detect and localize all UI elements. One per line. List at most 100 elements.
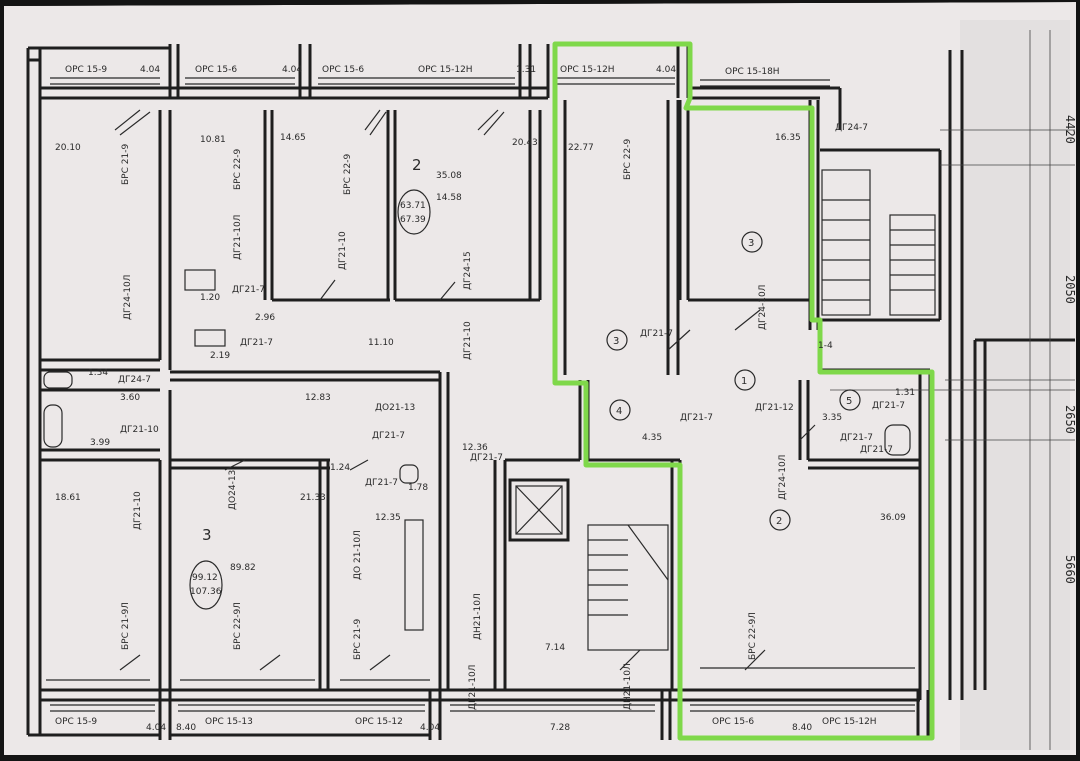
svg-text:4.04: 4.04 — [282, 65, 302, 75]
svg-text:22.77: 22.77 — [568, 143, 594, 153]
svg-text:1.24: 1.24 — [330, 463, 350, 473]
svg-text:8.40: 8.40 — [792, 723, 812, 733]
svg-text:ДГ24-7: ДГ24-7 — [835, 123, 868, 133]
room-marker: 2 — [769, 509, 791, 531]
svg-text:7.14: 7.14 — [545, 643, 565, 653]
svg-text:4.04: 4.04 — [146, 723, 166, 733]
svg-text:67.39: 67.39 — [400, 215, 426, 225]
svg-text:1.34: 1.34 — [88, 368, 108, 378]
scan-edge-top — [0, 0, 1080, 6]
svg-text:ДГ21-7: ДГ21-7 — [240, 338, 273, 348]
door-code-labels: БРС 21-9 БРС 22-9 ДГ21-10Л ДГ24-10Л ДГ21… — [121, 139, 788, 710]
svg-text:16.35: 16.35 — [775, 133, 801, 143]
svg-text:ОРС 15-12Н: ОРС 15-12Н — [560, 65, 615, 75]
svg-text:ДГ24-10Л: ДГ24-10Л — [123, 275, 133, 320]
svg-text:3: 3 — [202, 526, 212, 544]
svg-text:ДО24-13: ДО24-13 — [228, 470, 238, 510]
svg-text:2: 2 — [776, 516, 782, 527]
svg-text:3.99: 3.99 — [90, 438, 110, 448]
svg-text:ДГ21-12: ДГ21-12 — [755, 403, 794, 413]
svg-text:4.04: 4.04 — [140, 65, 160, 75]
outer-walls — [26, 44, 964, 740]
svg-text:ОРС 15-12Н: ОРС 15-12Н — [822, 717, 877, 727]
svg-text:ОРС 15-6: ОРС 15-6 — [712, 717, 754, 727]
svg-text:20.10: 20.10 — [55, 143, 81, 153]
svg-text:БРС 21-9Л: БРС 21-9Л — [121, 602, 131, 650]
svg-text:ДГ21-7: ДГ21-7 — [372, 431, 405, 441]
apartment-summary: 3 99.12 107.36 89.82 — [189, 526, 256, 610]
svg-text:12.36: 12.36 — [462, 443, 488, 453]
svg-text:1.31: 1.31 — [895, 388, 915, 398]
stairs-upper — [821, 169, 936, 316]
svg-text:1.78: 1.78 — [408, 483, 428, 493]
svg-text:ОРС 15-9: ОРС 15-9 — [55, 717, 97, 727]
scan-edge-bottom — [0, 755, 1080, 761]
svg-text:БРС 21-9: БРС 21-9 — [353, 619, 363, 660]
svg-text:ДН21-10Л: ДН21-10Л — [473, 593, 483, 640]
right-dimension-labels: 4420 2050 2650 5660 1-4 — [818, 115, 1077, 584]
svg-text:12.83: 12.83 — [305, 393, 331, 403]
svg-text:ДГ21-10: ДГ21-10 — [338, 231, 348, 270]
svg-text:3.35: 3.35 — [822, 413, 842, 423]
svg-text:5: 5 — [846, 396, 852, 407]
svg-text:1.31: 1.31 — [516, 65, 536, 75]
svg-text:4: 4 — [616, 406, 622, 417]
svg-text:ОРС 15-6: ОРС 15-6 — [195, 65, 237, 75]
svg-text:11.10: 11.10 — [368, 338, 394, 348]
svg-text:2650: 2650 — [1063, 405, 1077, 434]
stairs-lower — [587, 524, 669, 651]
svg-text:2.96: 2.96 — [255, 313, 275, 323]
svg-text:ДГ24-10Л: ДГ24-10Л — [778, 455, 788, 500]
door-swings — [114, 109, 816, 671]
svg-text:14.65: 14.65 — [280, 133, 306, 143]
svg-text:БРС 22-9Л: БРС 22-9Л — [233, 602, 243, 650]
svg-text:3: 3 — [613, 336, 619, 347]
apartment-summary: 2 63.71 67.39 35.08 14.58 — [397, 156, 462, 235]
svg-text:ДГ21-10: ДГ21-10 — [133, 491, 143, 530]
svg-text:ДО21-13: ДО21-13 — [375, 403, 415, 413]
svg-text:БРС 22-9: БРС 22-9 — [233, 149, 243, 190]
svg-text:БРС 22-9Л: БРС 22-9Л — [748, 612, 758, 660]
svg-text:2.19: 2.19 — [210, 351, 230, 361]
room-marker: 4 — [609, 399, 631, 421]
svg-text:5660: 5660 — [1063, 555, 1077, 584]
svg-text:БРС 22-9: БРС 22-9 — [623, 139, 633, 180]
svg-text:БРС 22-9: БРС 22-9 — [343, 154, 353, 195]
svg-text:1: 1 — [741, 376, 747, 387]
svg-text:ОРС 15-9: ОРС 15-9 — [65, 65, 107, 75]
svg-text:18.61: 18.61 — [55, 493, 81, 503]
svg-text:4420: 4420 — [1063, 115, 1077, 144]
window-openings — [46, 77, 915, 712]
svg-text:ДГ21-7: ДГ21-7 — [640, 329, 673, 339]
svg-text:36.09: 36.09 — [880, 513, 906, 523]
svg-text:ДГ24-7: ДГ24-7 — [118, 375, 151, 385]
svg-text:ДН21-10Л: ДН21-10Л — [623, 663, 633, 710]
svg-text:БРС 21-9: БРС 21-9 — [121, 144, 131, 185]
room-marker: 1 — [734, 369, 756, 391]
svg-text:ДГ24-15: ДГ24-15 — [463, 251, 473, 290]
wall-mark-labels: 4.04 4.04 4.04 1.31 4.04 8.40 4.04 8.40 … — [140, 65, 812, 733]
svg-text:4.04: 4.04 — [656, 65, 676, 75]
svg-text:21.33: 21.33 — [300, 493, 326, 503]
bathroom-fixtures — [43, 269, 911, 631]
svg-text:7.28: 7.28 — [550, 723, 570, 733]
svg-text:89.82: 89.82 — [230, 563, 256, 573]
room-marker: 3 — [606, 329, 628, 351]
svg-text:ДГ21-10: ДГ21-10 — [463, 321, 473, 360]
svg-text:ДГ21-7: ДГ21-7 — [680, 413, 713, 423]
svg-text:ОРС 15-18Н: ОРС 15-18Н — [725, 67, 780, 77]
svg-text:35.08: 35.08 — [436, 171, 462, 181]
svg-text:8.40: 8.40 — [176, 723, 196, 733]
svg-text:3: 3 — [748, 238, 754, 249]
right-gridlines — [830, 30, 1075, 750]
svg-text:1.20: 1.20 — [200, 293, 220, 303]
svg-text:ДГ21-10Л: ДГ21-10Л — [233, 215, 243, 260]
svg-text:ДГ21-7: ДГ21-7 — [365, 478, 398, 488]
svg-text:99.12: 99.12 — [192, 573, 218, 583]
elevator-shaft — [508, 478, 570, 542]
svg-text:14.58: 14.58 — [436, 193, 462, 203]
svg-text:4.35: 4.35 — [642, 433, 662, 443]
svg-text:4.04: 4.04 — [420, 723, 440, 733]
